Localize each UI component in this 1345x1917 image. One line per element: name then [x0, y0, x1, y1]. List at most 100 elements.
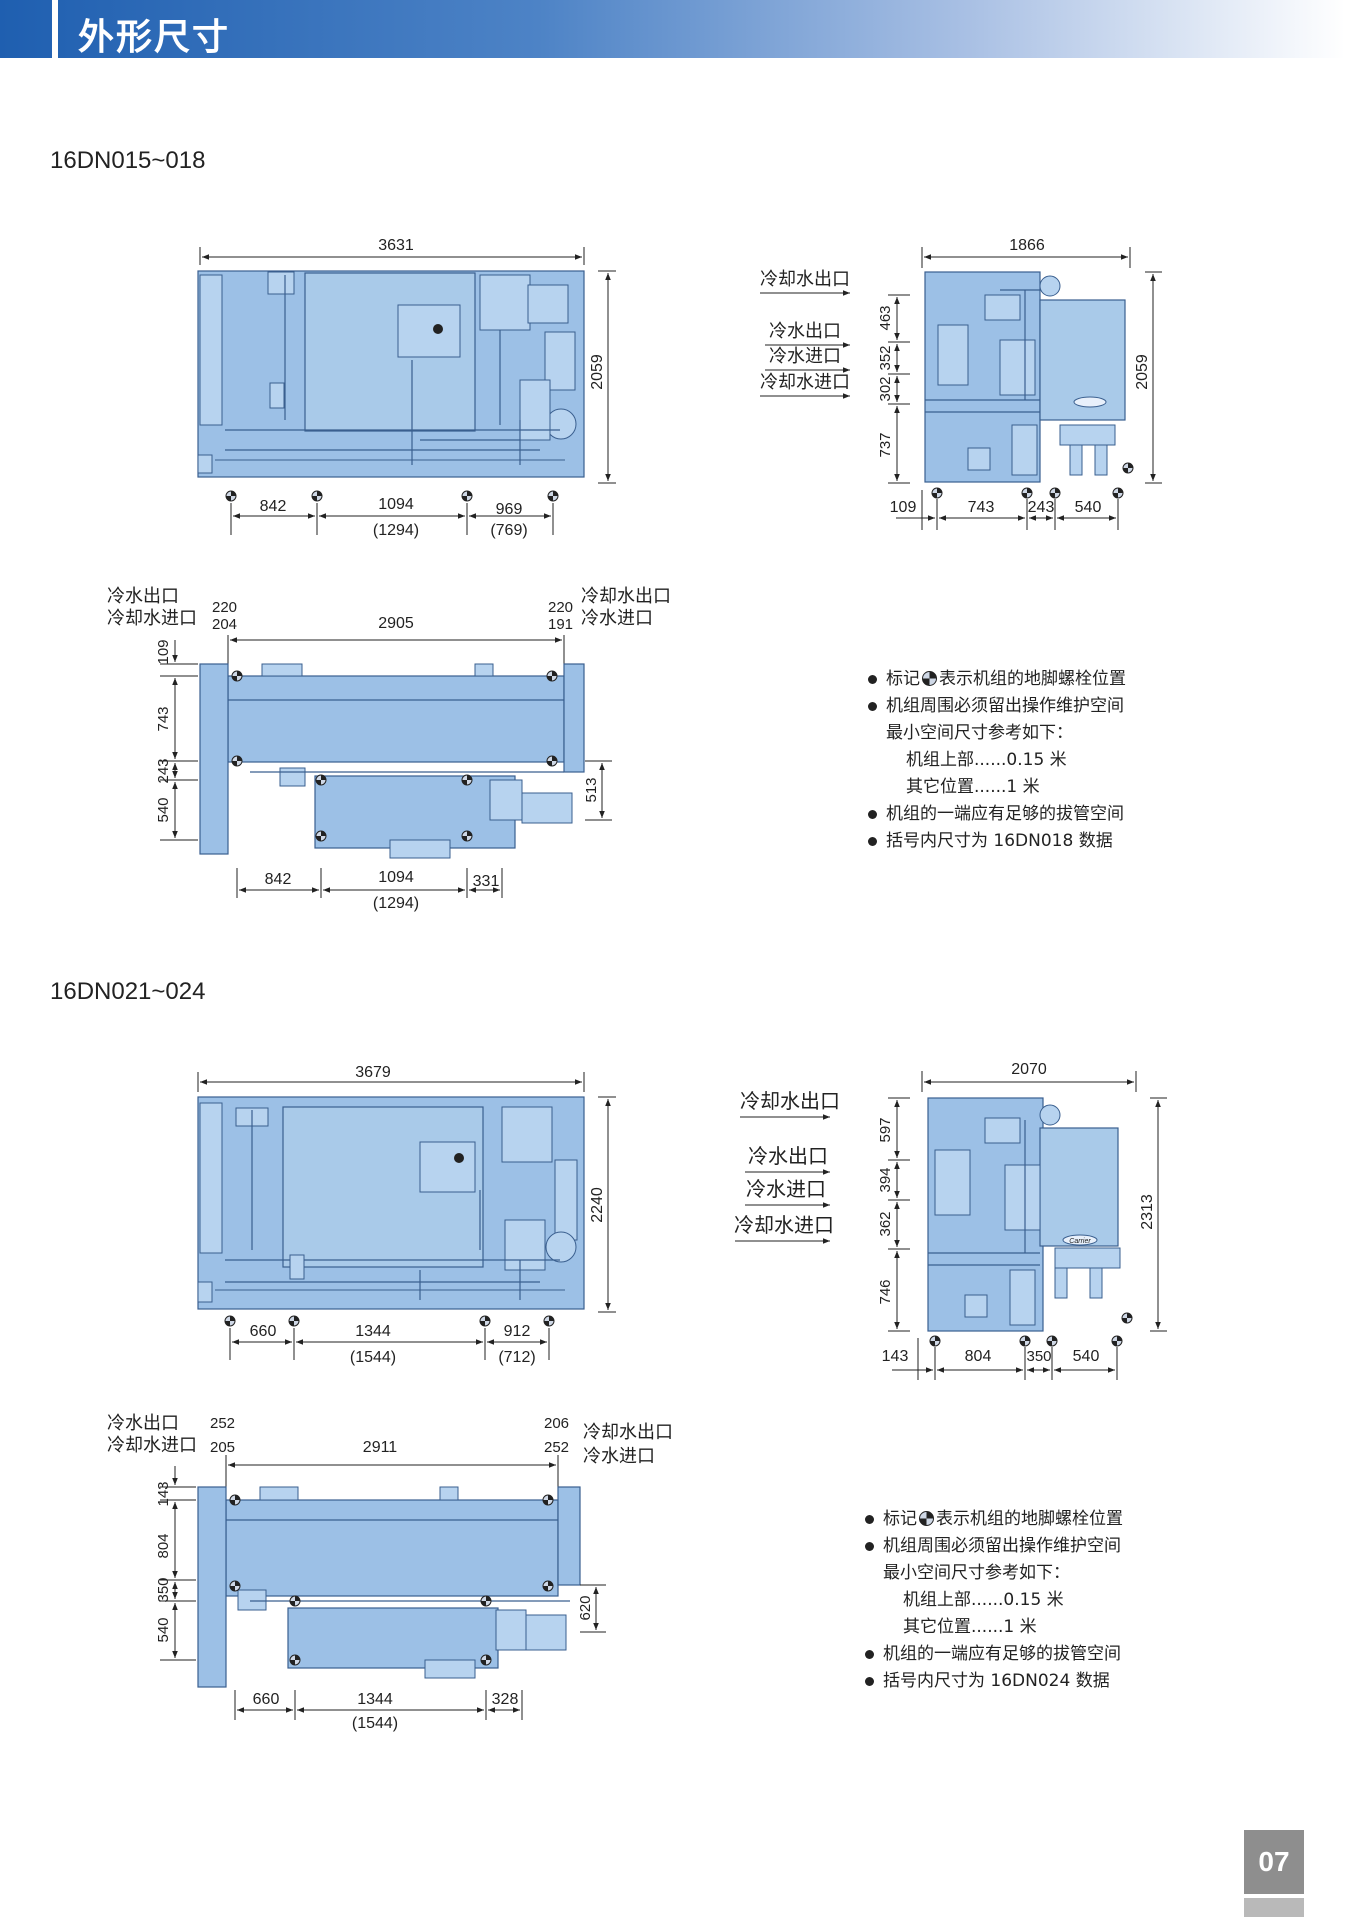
plan1-left-b: 743: [155, 706, 172, 731]
plan2-top-span: 2911: [363, 1439, 398, 1456]
note-clearance: 机组周围必须留出操作维护空间: [863, 1533, 1263, 1560]
plan1-bottom-a: 842: [265, 871, 292, 888]
note-bolt-mark: 标记表示机组的地脚螺栓位置: [866, 666, 1266, 693]
plan1-top-right-a: 220: [548, 599, 573, 616]
front1-control-box: [397, 304, 461, 358]
plan2-label-cooling-in: 冷却水进口: [107, 1435, 197, 1456]
side2-left-d: 746: [877, 1279, 894, 1304]
side1-left-b: 352: [877, 345, 894, 370]
page-number: 07: [1244, 1830, 1304, 1894]
plan2-top-right-a: 206: [544, 1415, 569, 1432]
side2-left-c: 362: [877, 1211, 894, 1236]
front1-dim-c: 969: [496, 501, 523, 518]
note-text-mark: 标记: [883, 1509, 917, 1529]
section-header: 外形尺寸: [0, 0, 1345, 58]
side1-height-label: 2059: [1134, 354, 1151, 390]
side1-bottom-b: 743: [968, 499, 995, 516]
front2-dim-b: 1344: [355, 1323, 391, 1340]
plan2-bottom-b: 1344: [357, 1691, 393, 1708]
plan1-top-right-b: 191: [548, 616, 573, 633]
note-text-mark: 标记: [886, 669, 920, 689]
plan-view-1: 冷水出口 冷却水进口 冷却水出口 冷水进口 220 204 220 191 29…: [107, 586, 671, 912]
note-text-bolt: 表示机组的地脚螺栓位置: [939, 669, 1126, 689]
plan1-right: 513: [583, 777, 600, 802]
front2-height-label: 2240: [589, 1187, 606, 1223]
plan1-label-cooling-out: 冷却水出口: [581, 586, 671, 607]
front2-width-label: 3679: [355, 1064, 391, 1081]
plan1-left-a: 109: [155, 639, 172, 664]
plan1-bottom-b: 1094: [378, 869, 414, 886]
note-clearance-other: 其它位置......1 米: [906, 777, 1040, 797]
side1-label-chilled-in: 冷水进口: [769, 346, 841, 367]
front2-dim-b-alt: (1544): [350, 1349, 396, 1366]
plan2-bottom-a: 660: [253, 1691, 280, 1708]
plan1-top-left-b: 204: [212, 616, 237, 633]
plan2-left-b: 804: [155, 1533, 172, 1558]
plan1-bottom-c: 331: [473, 873, 500, 890]
plan2-left-c: 350: [155, 1577, 172, 1602]
anchor-bolt-icon: [919, 1511, 934, 1526]
plan2-bottom-c: 328: [492, 1691, 519, 1708]
note-bolt-mark: 标记表示机组的地脚螺栓位置: [863, 1506, 1263, 1533]
note-clearance: 机组周围必须留出操作维护空间: [866, 693, 1266, 720]
side2-width-label: 2070: [1011, 1061, 1047, 1078]
plan1-label-cooling-in: 冷却水进口: [107, 608, 197, 629]
front1-dim-b-alt: (1294): [373, 522, 419, 539]
plan2-top-right-b: 252: [544, 1439, 569, 1456]
front-view-2: 3679 2240 660 1344 912 (1544) (71: [197, 1064, 616, 1366]
plan1-label-chilled-in: 冷水进口: [581, 608, 653, 629]
side2-label-chilled-out: 冷水出口: [748, 1144, 828, 1168]
front2-dim-c-alt: (712): [498, 1349, 535, 1366]
plan1-top-span: 2905: [378, 615, 414, 632]
side2-left-a: 597: [877, 1117, 894, 1142]
plan2-label-chilled-out: 冷水出口: [107, 1413, 179, 1434]
side1-bottom-a: 109: [890, 499, 917, 516]
note-bracket-data: 括号内尺寸为 16DN018 数据: [866, 828, 1266, 855]
note-text-bolt: 表示机组的地脚螺栓位置: [936, 1509, 1123, 1529]
plan2-right: 620: [577, 1595, 594, 1620]
plan1-left-d: 540: [155, 797, 172, 822]
plan2-top-left-a: 252: [210, 1415, 235, 1432]
plan2-bottom-alt: (1544): [352, 1715, 398, 1732]
plan2-left-a: 143: [155, 1481, 172, 1506]
front1-dim-c-alt: (769): [490, 522, 527, 539]
note-tube-pull: 机组的一端应有足够的拔管空间: [866, 801, 1266, 828]
side2-left-b: 394: [877, 1167, 894, 1192]
side1-label-cooling-in: 冷却水进口: [760, 372, 850, 393]
side1-bottom-c: 243: [1028, 499, 1055, 516]
side1-bottom-d: 540: [1075, 499, 1102, 516]
plan1-label-chilled-out: 冷水出口: [107, 586, 179, 607]
side2-bottom-d: 540: [1073, 1348, 1100, 1365]
front1-width-label: 3631: [378, 237, 414, 254]
side1-left-c: 302: [877, 376, 894, 401]
plan2-left-d: 540: [155, 1617, 172, 1642]
side1-label-cooling-out: 冷却水出口: [760, 269, 850, 290]
front1-height-label: 2059: [589, 354, 606, 390]
front1-dim-b: 1094: [378, 496, 414, 513]
section-title: 外形尺寸: [78, 17, 231, 58]
anchor-bolt-icon: [922, 671, 937, 686]
plan2-label-cooling-out: 冷却水出口: [583, 1422, 673, 1443]
notes-list-2: 标记表示机组的地脚螺栓位置 机组周围必须留出操作维护空间 最小空间尺寸参考如下：…: [863, 1506, 1263, 1695]
side-view-2: 冷却水出口 冷水出口 冷水进口 冷却水进口 2070 Carrier 2313: [734, 1061, 1167, 1380]
side2-bottom-a: 143: [882, 1348, 909, 1365]
side1-label-chilled-out: 冷水出口: [769, 321, 841, 342]
side2-bottom-b: 804: [965, 1348, 992, 1365]
model-title-2: 16DN021~024: [50, 978, 206, 1005]
side2-bottom-c: 350: [1026, 1348, 1051, 1365]
note-bracket-data: 括号内尺寸为 16DN024 数据: [863, 1668, 1263, 1695]
side1-left-d: 737: [877, 432, 894, 457]
plan1-top-left-a: 220: [212, 599, 237, 616]
model-title-1: 16DN015~018: [50, 147, 206, 174]
note-clearance-ref: 最小空间尺寸参考如下：: [886, 723, 1073, 743]
note-tube-pull: 机组的一端应有足够的拔管空间: [863, 1641, 1263, 1668]
note-clearance-top: 机组上部......0.15 米: [903, 1590, 1064, 1610]
plan2-label-chilled-in: 冷水进口: [583, 1446, 655, 1467]
plan1-left-c: 243: [155, 758, 172, 783]
plan-view-2: 冷水出口 冷却水进口 冷却水出口 冷水进口 252 205 206 252 29…: [107, 1413, 673, 1732]
front1-dim-a: 842: [260, 498, 287, 515]
note-clearance-ref: 最小空间尺寸参考如下：: [883, 1563, 1070, 1583]
side2-label-chilled-in: 冷水进口: [746, 1177, 826, 1201]
notes-list-1: 标记表示机组的地脚螺栓位置 机组周围必须留出操作维护空间 最小空间尺寸参考如下：…: [866, 666, 1266, 855]
